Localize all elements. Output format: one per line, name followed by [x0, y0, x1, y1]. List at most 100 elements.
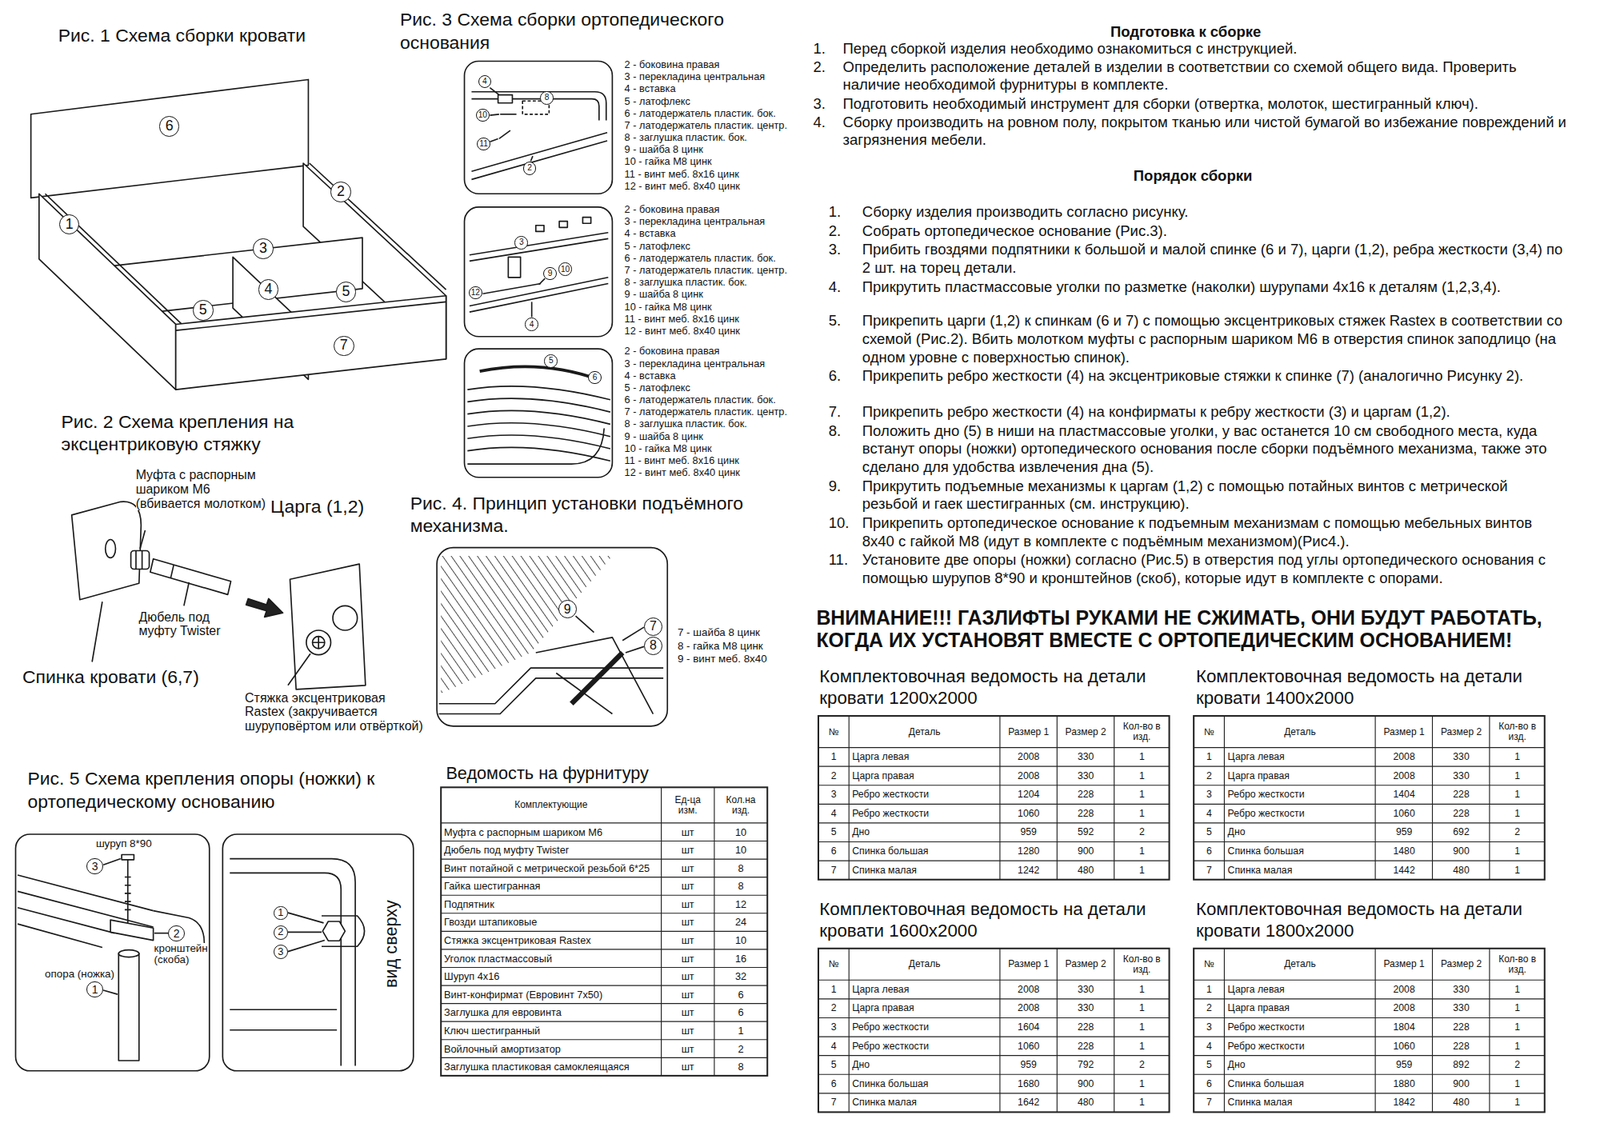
- legend-item: 7 - шайба 8 цинк: [677, 626, 760, 639]
- legend-item: 7 - латодержатель пластик. центр.: [624, 120, 788, 132]
- callout-text: 6: [165, 119, 174, 134]
- legend-item: 12 - винт меб. 8х40 цинк: [624, 467, 740, 480]
- table-cell: Спинка малая: [1224, 1093, 1376, 1113]
- table-rule: [818, 1036, 1170, 1037]
- table-rule: [1193, 1092, 1545, 1094]
- table-cell: 10: [714, 841, 768, 860]
- table-cell: 1060: [1375, 804, 1432, 824]
- table-rule: [818, 980, 1170, 981]
- table-cell: 1060: [1375, 1037, 1432, 1057]
- callout-number: 2: [273, 925, 288, 940]
- table-rule: [848, 948, 850, 1113]
- callout-text: 10: [478, 111, 488, 120]
- table-rule: [1193, 1055, 1545, 1056]
- eccentric-drawing: [105, 539, 116, 558]
- table-rule: [1193, 804, 1545, 805]
- list-text: Сборку производить на ровном полу, покры…: [843, 113, 1573, 150]
- table-header: Комплектующие: [440, 788, 662, 824]
- table-border: [818, 716, 1170, 880]
- table-rule: [1432, 948, 1433, 1113]
- table-rule: [1193, 822, 1545, 824]
- table-cell: Царга правая: [1224, 767, 1376, 787]
- eccentric-drawing: [72, 501, 142, 600]
- table-cell: Уголок пластмассовый: [440, 949, 662, 968]
- table-header: №: [1193, 716, 1224, 748]
- legend-item: 6 - латодержатель пластик. бок.: [624, 394, 776, 407]
- table-cell: Царга левая: [1224, 980, 1376, 1000]
- leg-drawing: [229, 872, 341, 1066]
- table-rule: [440, 948, 768, 950]
- base-drawing: [471, 92, 606, 121]
- table-rule: [440, 1057, 768, 1059]
- table-cell: 1: [1489, 748, 1545, 768]
- table-cell: 1: [1114, 1075, 1170, 1095]
- legend-item: 9 - винт меб. 8х40: [677, 652, 768, 665]
- table-rule: [1432, 716, 1433, 880]
- callout-text: 9: [548, 269, 553, 278]
- callout-text: 4: [529, 320, 535, 329]
- table-cell: Ребро жесткости: [848, 1037, 1000, 1057]
- base-drawing: [464, 61, 613, 195]
- legend-item: 8 - заглушка пластик. бок.: [624, 418, 748, 431]
- callout-text: 1: [65, 217, 74, 232]
- table-cell: Царга правая: [848, 767, 1000, 787]
- table-rule: [1113, 948, 1115, 1113]
- table-cell: 792: [1056, 1056, 1114, 1076]
- table-header: Кол-во в изд.: [1114, 716, 1170, 748]
- leg-drawing: [229, 1009, 337, 1031]
- table-cell: Ребро жесткости: [1224, 804, 1376, 824]
- callout-text: 3: [259, 241, 268, 256]
- table-cell: 1: [818, 748, 849, 768]
- table-cell: 6: [1193, 1075, 1224, 1095]
- leg-drawing: [124, 877, 132, 911]
- list-text: Перед сборкой изделия необходимо ознаком…: [843, 40, 1298, 58]
- eccentric-drawing: [170, 564, 174, 579]
- table-cell: Спинка большая: [848, 842, 1000, 862]
- leg-drawing: [288, 912, 324, 924]
- legend-item: 2 - боковина правая: [624, 345, 720, 358]
- table-header: Размер 1: [1375, 948, 1432, 981]
- table-cell: 7: [818, 1093, 849, 1113]
- table-cell: шт: [661, 986, 715, 1005]
- table-cell: 900: [1056, 1075, 1114, 1095]
- table-cell: 480: [1056, 861, 1114, 881]
- callout-text: 2: [336, 184, 345, 200]
- table-border: [440, 787, 768, 1076]
- table-cell: 1: [1489, 842, 1545, 862]
- table-cell: 330: [1432, 999, 1490, 1019]
- table-cell: 3: [1193, 785, 1224, 805]
- table-rule: [818, 860, 1170, 862]
- table-rule: [1375, 716, 1376, 880]
- table-cell: 1: [1114, 980, 1170, 1000]
- table-rule: [440, 1003, 768, 1004]
- table-rule: [818, 1017, 1170, 1019]
- base-drawing: [530, 156, 533, 161]
- table-cell: Ребро жесткости: [1224, 785, 1376, 805]
- table-cell: 1: [1489, 861, 1545, 881]
- table-rule: [440, 967, 768, 968]
- table-cell: шт: [661, 913, 715, 932]
- table-cell: 1: [1114, 861, 1170, 881]
- table-title: Ведомость на фурнитуру: [445, 763, 649, 784]
- table-cell: 32: [714, 968, 768, 987]
- legend-item: 6 - латодержатель пластик. бок.: [624, 252, 776, 265]
- table-rule: [440, 859, 768, 860]
- table-rule: [1488, 948, 1490, 1113]
- callout-number: 5: [544, 354, 558, 368]
- base-drawing: [575, 616, 594, 632]
- table-header: Размер 1: [1000, 948, 1057, 981]
- legend-item: 9 - шайба 8 цинк: [624, 288, 704, 301]
- bed-drawing: [44, 193, 182, 324]
- table-rule: [440, 1021, 768, 1023]
- table-cell: 1: [1114, 785, 1170, 805]
- table-cell: 6: [714, 1004, 768, 1023]
- legend-item: 12 - винт меб. 8х40 цинк: [624, 325, 740, 338]
- table-cell: 1: [1489, 804, 1545, 824]
- base-drawing: [464, 207, 613, 337]
- table-cell: Шуруп 4х16: [440, 968, 662, 987]
- callout-text: 3: [519, 238, 524, 247]
- table-rule: [1193, 1036, 1545, 1037]
- eccentric-drawing: [184, 582, 189, 606]
- table-cell: шт: [661, 859, 715, 878]
- list-text: Собрать ортопедическое основание (Рис.3)…: [862, 222, 1168, 241]
